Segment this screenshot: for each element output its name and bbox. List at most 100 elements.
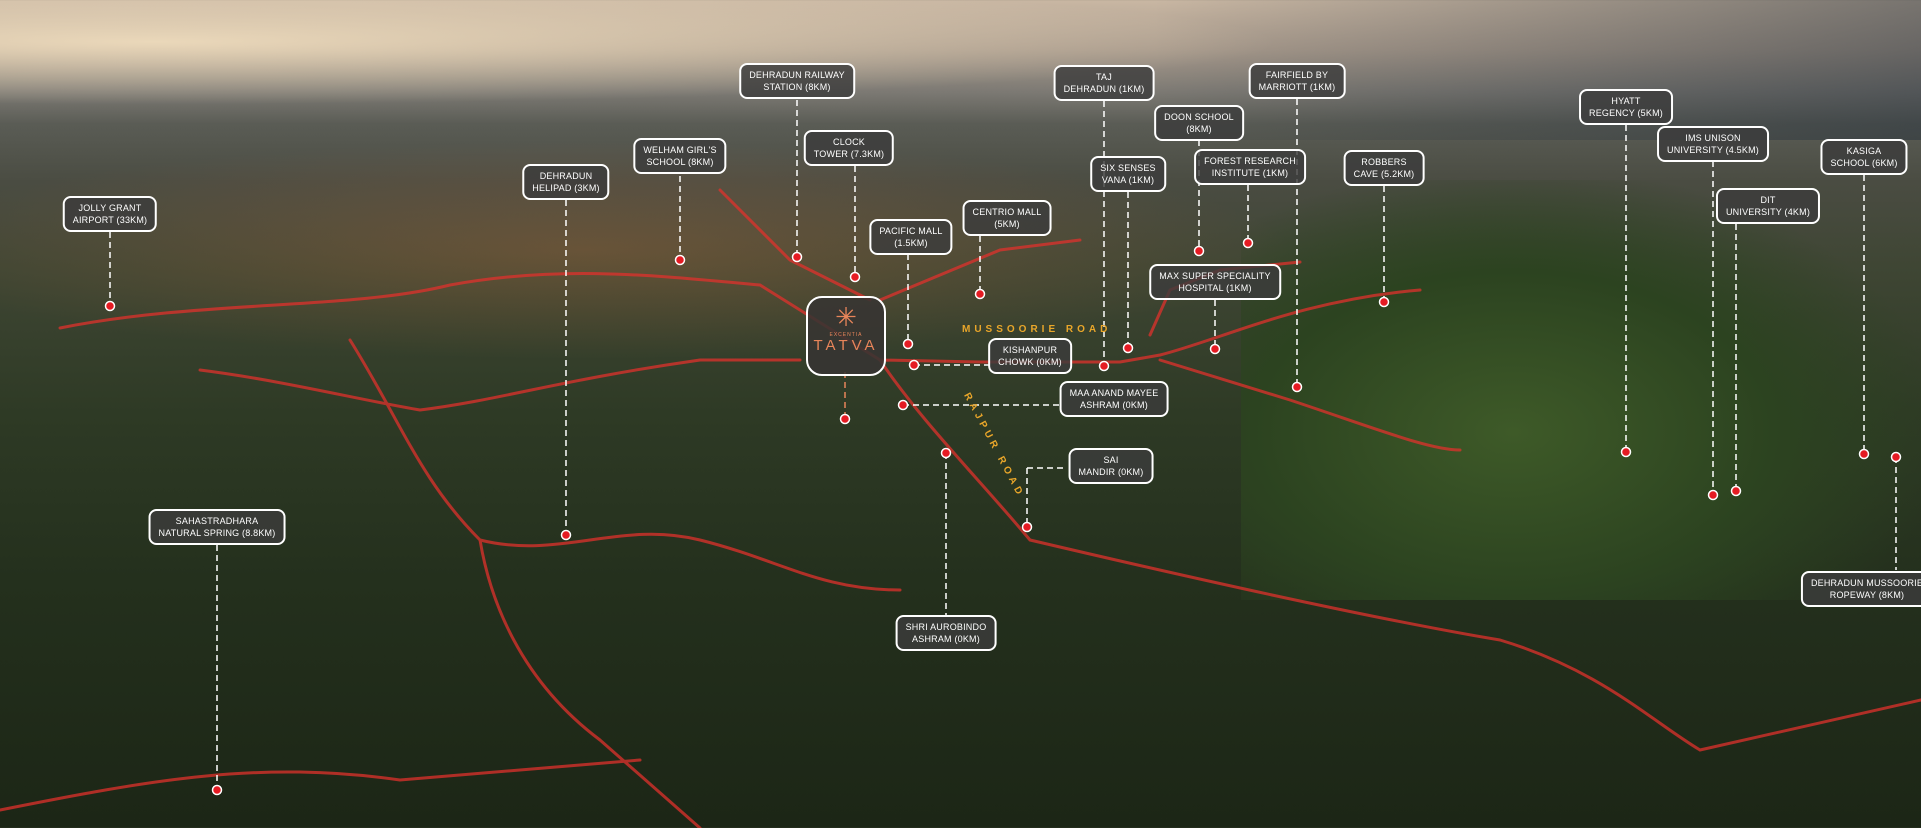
label-maa-anand-mayee-ashram[interactable]: Maa Anand MayeeAshram (0KM) — [1059, 381, 1169, 417]
marker-fri — [1242, 237, 1254, 249]
label-dehradun-helipad[interactable]: DehradunHelipad (3KM) — [522, 164, 610, 200]
label-line: IMS Unison — [1685, 133, 1741, 143]
marker-sahastradhara — [211, 784, 223, 796]
label-line: Hyatt — [1611, 96, 1641, 106]
marker-taj — [1098, 360, 1110, 372]
marker-sai-mandir — [1021, 521, 1033, 533]
marker-kasiga — [1858, 448, 1870, 460]
label-line: School (8KM) — [646, 157, 714, 167]
label-pacific-mall[interactable]: Pacific Mall(1.5KM) — [869, 219, 953, 255]
label-line: (8KM) — [1186, 124, 1212, 134]
marker-pacific-mall — [902, 338, 914, 350]
route-south — [348, 338, 902, 592]
label-dit-university[interactable]: DIT University (4KM) — [1715, 188, 1821, 224]
label-line: Mandir (0KM) — [1078, 467, 1144, 477]
marker-kishanpur — [908, 359, 920, 371]
label-line: Dehradun Mussoorie — [1810, 578, 1921, 588]
label-line: Hospital (1KM) — [1178, 283, 1252, 293]
label-kishanpur-chowk[interactable]: KishanpurChowk (0KM) — [988, 338, 1072, 374]
label-shri-aurobindo-ashram[interactable]: Shri AurobindoAshram (0KM) — [895, 615, 997, 651]
label-doon-school[interactable]: Doon School (8KM) — [1154, 105, 1244, 141]
marker-jolly-grant — [104, 300, 116, 312]
label-line: Welham Girl's — [643, 145, 717, 155]
label-line: Robbers — [1361, 157, 1407, 167]
label-line: Airport (33KM) — [72, 215, 148, 225]
route-rajpur-road — [878, 358, 1921, 752]
label-line: DIT — [1760, 195, 1776, 205]
route-south-west — [478, 538, 702, 828]
label-sai-mandir[interactable]: SaiMandir (0KM) — [1068, 448, 1154, 484]
route-jolly — [198, 358, 802, 412]
label-line: Marriott (1KM) — [1258, 82, 1336, 92]
marker-fairfield — [1291, 381, 1303, 393]
forest-hills — [1241, 180, 1921, 600]
route-west — [58, 271, 882, 362]
route-north — [718, 188, 1082, 302]
label-line: Ashram (0KM) — [1080, 400, 1148, 410]
marker-project — [839, 413, 851, 425]
route-east — [1158, 358, 1462, 452]
label-robbers-cave[interactable]: RobbersCave (5.2KM) — [1343, 150, 1425, 186]
marker-ims — [1707, 489, 1719, 501]
label-welham-school[interactable]: Welham Girl'sSchool (8KM) — [633, 138, 727, 174]
label-line: Helipad (3KM) — [532, 183, 600, 193]
label-line: Jolly Grant — [78, 203, 142, 213]
marker-centrio — [974, 288, 986, 300]
route-bottom — [0, 758, 642, 812]
label-kasiga-school[interactable]: KasigaSchool (6KM) — [1820, 139, 1908, 175]
label-line: Fairfield by — [1265, 70, 1329, 80]
label-ims-unison[interactable]: IMS UnisonUniversity (4.5KM) — [1657, 126, 1769, 162]
route-mussoorie-road — [878, 288, 1422, 364]
label-six-senses-vana[interactable]: Six SensesVana (1KM) — [1090, 156, 1166, 192]
marker-aurobindo — [940, 447, 952, 459]
label-hyatt-regency[interactable]: HyattRegency (5KM) — [1579, 89, 1673, 125]
label-line: Cave (5.2KM) — [1353, 169, 1415, 179]
label-line: University (4.5KM) — [1667, 145, 1759, 155]
label-line: Sahastradhara — [175, 516, 259, 526]
label-centrio-mall[interactable]: Centrio Mall (5KM) — [962, 200, 1052, 236]
label-line: School (6KM) — [1830, 158, 1898, 168]
label-line: Maa Anand Mayee — [1069, 388, 1159, 398]
logo-name: TATVA — [813, 337, 879, 354]
marker-robbers-cave — [1378, 296, 1390, 308]
label-forest-research-institute[interactable]: Forest ResearchInstitute (1KM) — [1194, 149, 1306, 185]
label-line: University (4KM) — [1725, 207, 1811, 217]
label-railway-station[interactable]: Dehradun RailwayStation (8KM) — [739, 63, 855, 99]
label-taj-dehradun[interactable]: TajDehradun (1KM) — [1053, 65, 1155, 101]
label-line: Kasiga — [1846, 146, 1882, 156]
label-mussoorie-ropeway[interactable]: Dehradun MussoorieRopeway (8KM) — [1800, 571, 1921, 607]
marker-anand-mayee — [897, 399, 909, 411]
label-line: Doon School — [1164, 112, 1234, 122]
label-line: Taj — [1096, 72, 1112, 82]
label-line: Clock — [832, 137, 866, 147]
marker-hyatt — [1620, 446, 1632, 458]
label-clock-tower[interactable]: ClockTower (7.3KM) — [803, 130, 895, 166]
label-line: Dehradun (1KM) — [1063, 84, 1145, 94]
marker-max — [1209, 343, 1221, 355]
project-logo[interactable]: ✳ EXCENTIA TATVA — [806, 296, 886, 376]
logo-brand: EXCENTIA — [829, 332, 863, 338]
city-lights — [0, 140, 1300, 360]
label-jolly-grant-airport[interactable]: Jolly GrantAirport (33KM) — [62, 196, 158, 232]
label-line: Dehradun Railway — [749, 70, 845, 80]
marker-helipad — [560, 529, 572, 541]
label-line: Chowk (0KM) — [998, 357, 1062, 367]
label-line: Station (8KM) — [763, 82, 831, 92]
marker-railway — [791, 251, 803, 263]
label-line: Six Senses — [1100, 163, 1156, 173]
label-line: (1.5KM) — [894, 238, 928, 248]
location-markers — [104, 237, 1902, 796]
label-line: Institute (1KM) — [1211, 168, 1289, 178]
label-line: Centrio Mall — [972, 207, 1042, 217]
label-max-hospital[interactable]: Max Super SpecialityHospital (1KM) — [1149, 264, 1281, 300]
label-fairfield-marriott[interactable]: Fairfield by Marriott (1KM) — [1248, 63, 1346, 99]
label-sahastradhara[interactable]: SahastradharaNatural Spring (8.8KM) — [148, 509, 286, 545]
road-label-mussoorie: MUSSOORIE ROAD — [962, 324, 1112, 335]
label-line: Shri Aurobindo — [905, 622, 987, 632]
marker-dit — [1730, 485, 1742, 497]
marker-six-senses — [1122, 342, 1134, 354]
label-line: (5KM) — [994, 219, 1020, 229]
sunburst-icon: ✳ — [835, 302, 857, 332]
label-line: Sai — [1103, 455, 1119, 465]
